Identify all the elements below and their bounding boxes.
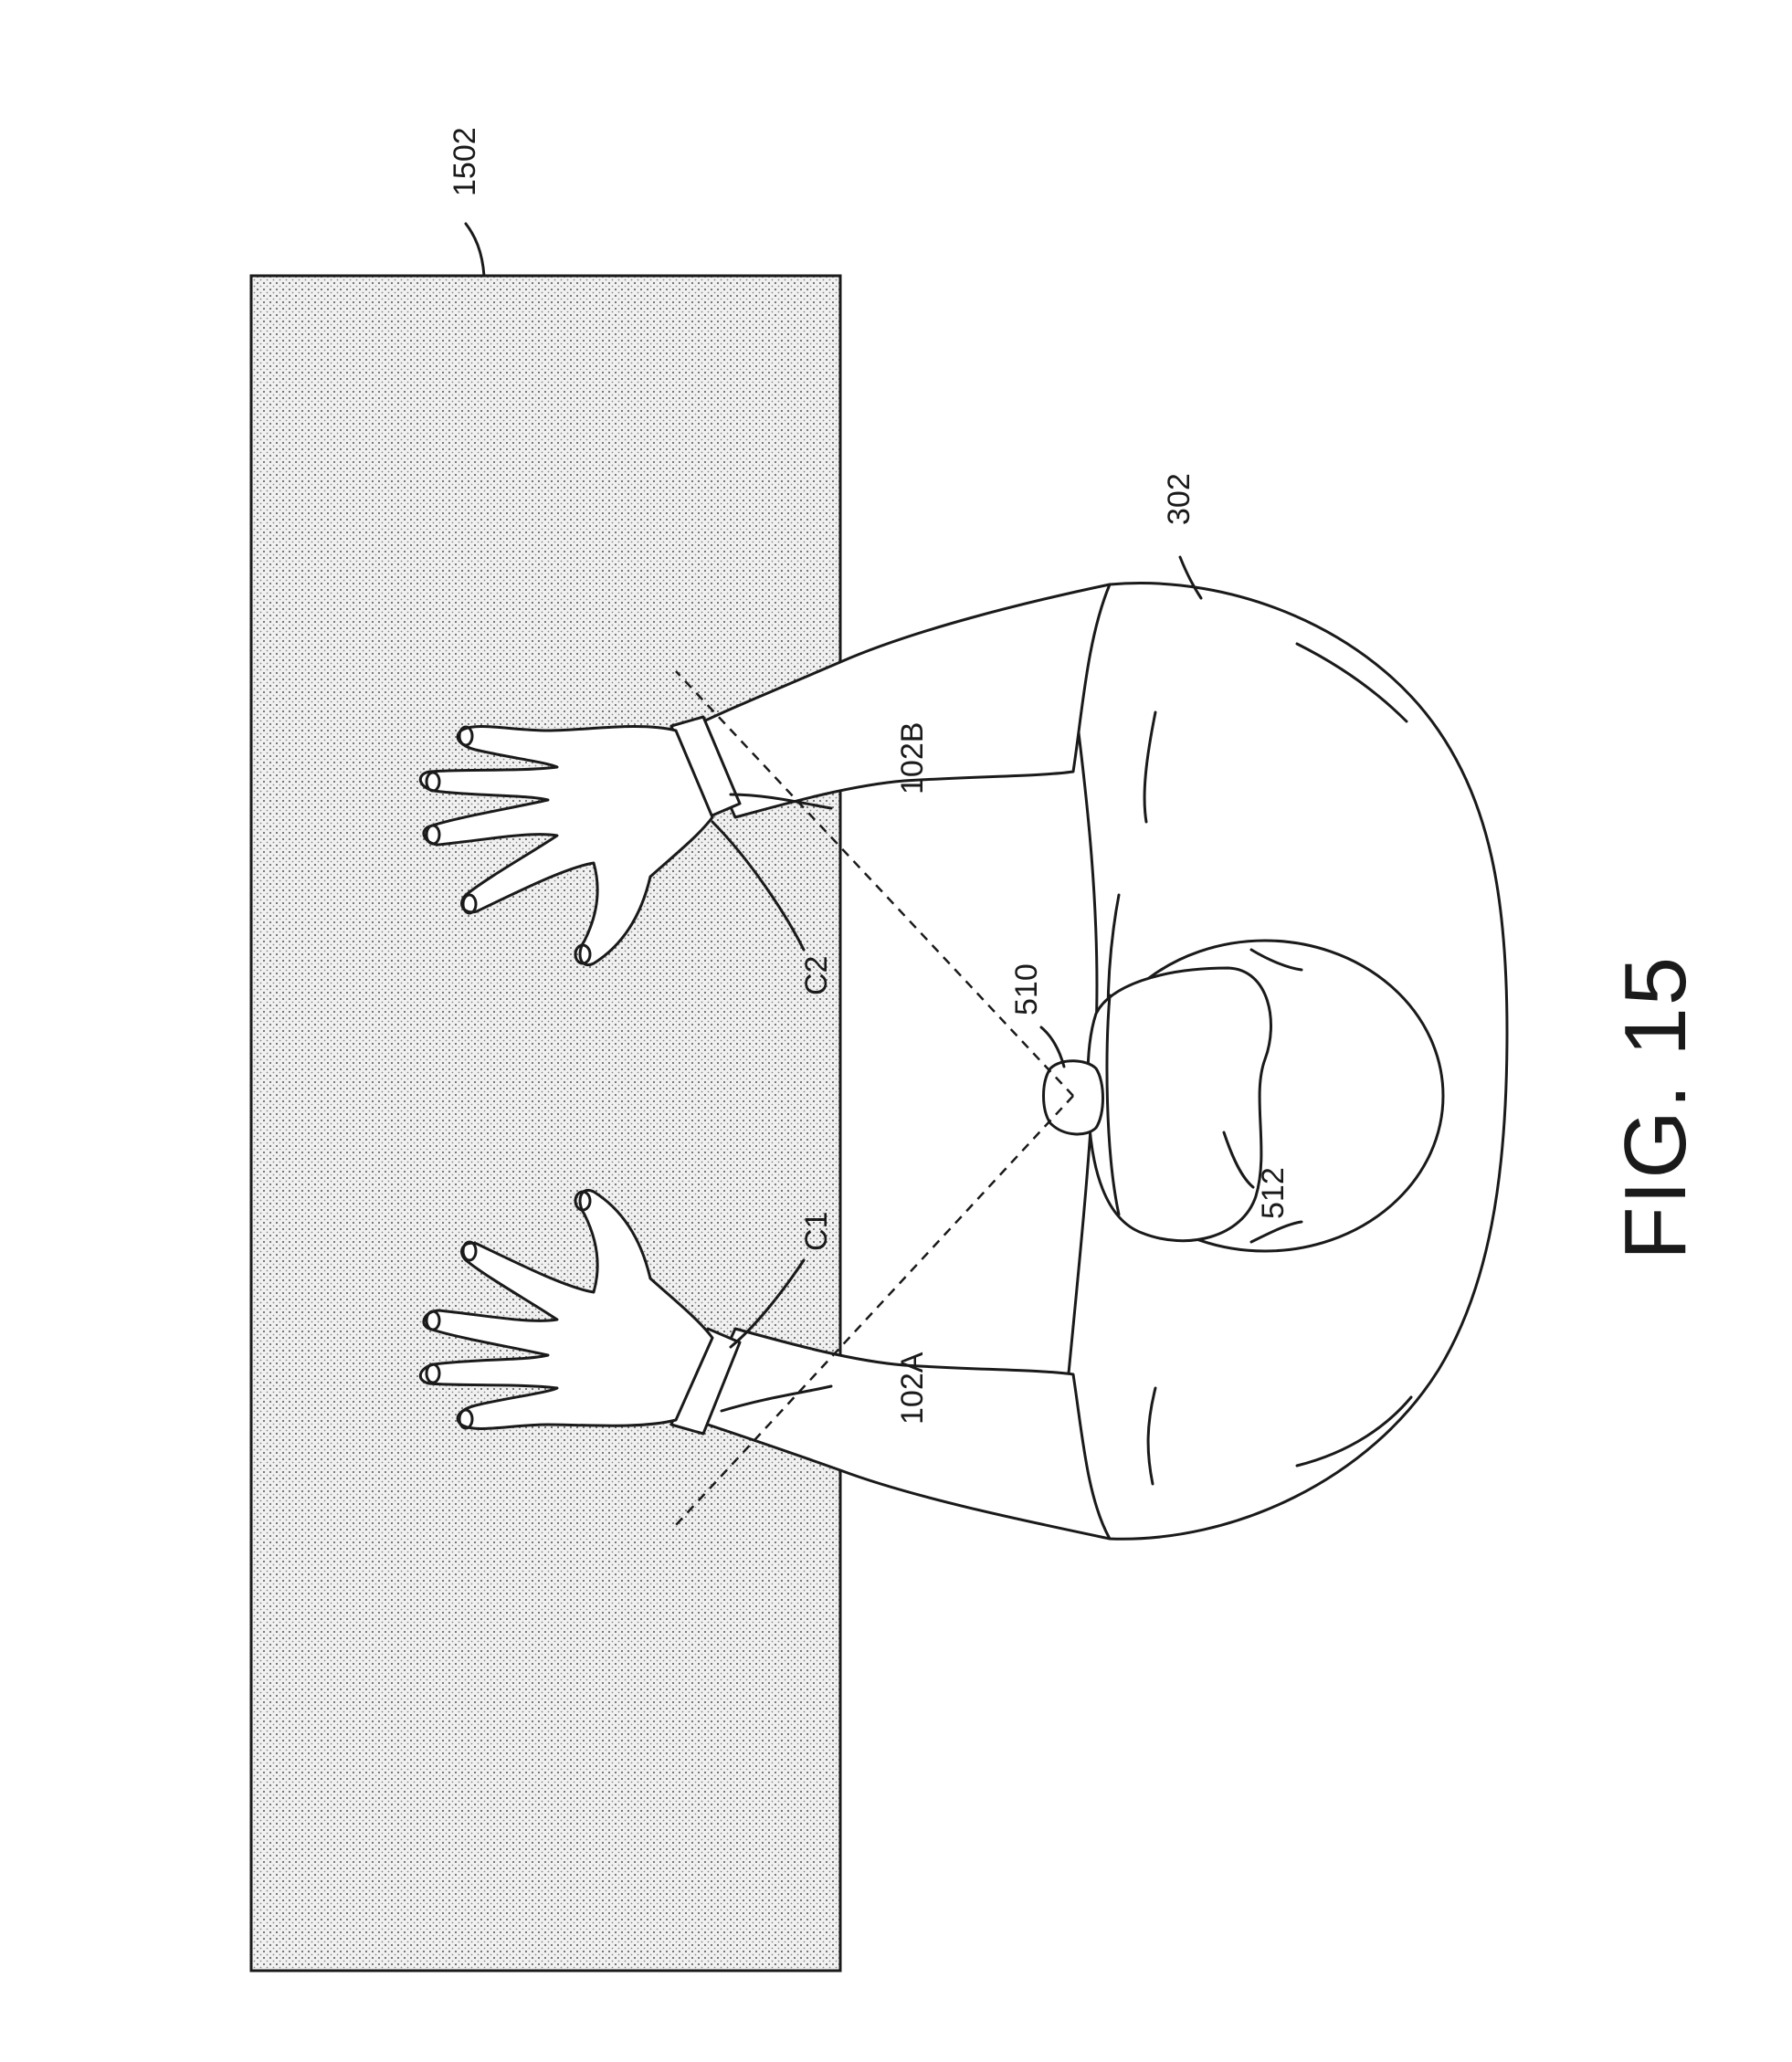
user-ear-bottom [1249, 1220, 1303, 1244]
nail-right-5 [574, 943, 592, 965]
surface-1502 [249, 274, 842, 1973]
leader-102a [720, 1384, 833, 1413]
label-c2: C2 [799, 956, 834, 995]
nail-right-1 [458, 725, 474, 747]
figure-caption: FIG. 15 [1607, 955, 1704, 1260]
label-302: 302 [1162, 473, 1196, 525]
nail-left-2 [425, 1362, 441, 1384]
user-hand-left [419, 1188, 714, 1430]
user-shoulder-line-top [1295, 642, 1408, 723]
nail-left-4 [461, 1240, 478, 1262]
headset-512-band [1105, 994, 1121, 1216]
user-sleeve-bottom [1146, 1386, 1157, 1486]
label-1502: 1502 [448, 127, 482, 196]
leader-302 [1178, 555, 1203, 600]
leader-c2 [711, 820, 806, 952]
user-ear-top [1249, 948, 1303, 972]
nail-right-2 [425, 771, 441, 793]
nail-left-5 [574, 1190, 592, 1212]
nail-left-1 [458, 1408, 474, 1430]
user-shoulder-line-bottom [1295, 1395, 1413, 1468]
label-102a: 102A [895, 1352, 930, 1425]
headset-camera-510 [1042, 1059, 1104, 1136]
user-arm-left [692, 1327, 1112, 1541]
nail-left-3 [425, 1310, 441, 1331]
leader-c1 [729, 1258, 806, 1349]
leader-102b [729, 793, 833, 810]
leader-1502 [464, 222, 486, 278]
user-sleeve-top [1143, 710, 1157, 824]
user-hand-right [419, 725, 714, 967]
label-512: 512 [1256, 1167, 1291, 1219]
leader-512 [1222, 1131, 1255, 1189]
leader-510 [1039, 1026, 1066, 1068]
label-510: 510 [1009, 963, 1044, 1015]
sightline-to-102b [675, 670, 1074, 1097]
nail-right-3 [425, 824, 441, 846]
nail-right-4 [461, 893, 478, 915]
label-c1: C1 [799, 1212, 834, 1251]
label-102b: 102B [895, 722, 930, 794]
